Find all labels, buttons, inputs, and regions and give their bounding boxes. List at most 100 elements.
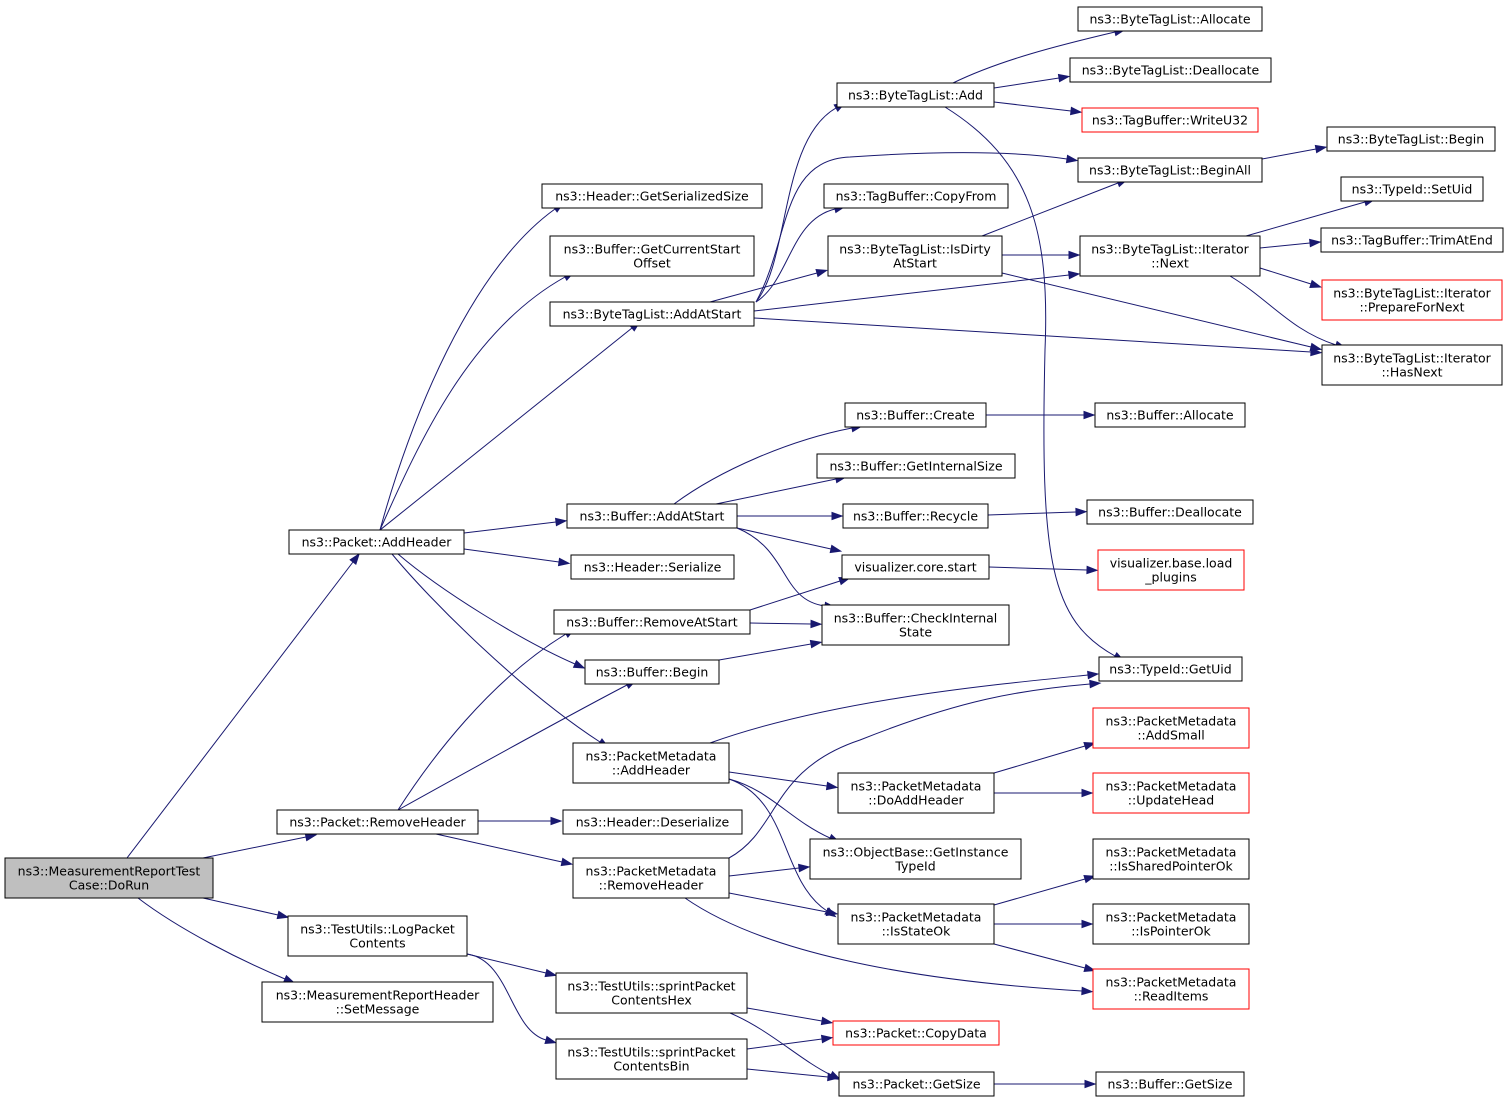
node-btl-begin[interactable]: ns3::ByteTagList::Begin (1326, 126, 1496, 152)
edge-line (755, 208, 836, 303)
node-btl-add-at-start[interactable]: ns3::ByteTagList::AddAtStart (549, 301, 755, 327)
node-btl-iter-prepare[interactable]: ns3::ByteTagList::Iterator::PrepareForNe… (1321, 279, 1503, 321)
edge-line (944, 106, 1116, 657)
node-label: ns3::Packet::RemoveHeader (289, 815, 466, 830)
node-btl-iter-next[interactable]: ns3::ByteTagList::Iterator::Next (1079, 235, 1261, 277)
node-btl-add[interactable]: ns3::ByteTagList::Add (836, 82, 995, 108)
node-buf-begin[interactable]: ns3::Buffer::Begin (584, 659, 720, 685)
node-pm-is-shared-ptr-ok[interactable]: ns3::PacketMetadata::IsSharedPointerOk (1092, 838, 1250, 880)
node-label: visualizer.base.load (1110, 556, 1233, 571)
edge-line (749, 622, 812, 625)
edge-line (746, 1038, 823, 1050)
edge-pm_remove_header-to-pm_is_state_ok (728, 892, 839, 917)
node-tb-copy-from[interactable]: ns3::TagBuffer::CopyFrom (823, 183, 1009, 209)
edge-add_header-to-hdr_serialize (463, 548, 571, 567)
node-pm-is-state-ok[interactable]: ns3::PacketMetadata::IsStateOk (837, 903, 995, 945)
node-pkt-get-size[interactable]: ns3::Packet::GetSize (838, 1071, 995, 1097)
node-buf-get-internal-size[interactable]: ns3::Buffer::GetInternalSize (816, 453, 1016, 479)
node-btl-begin-all[interactable]: ns3::ByteTagList::BeginAll (1077, 157, 1263, 183)
node-pm-do-add-header[interactable]: ns3::PacketMetadata::DoAddHeader (837, 772, 995, 814)
node-label: ::DoAddHeader (868, 793, 964, 808)
node-typeid-set-uid[interactable]: ns3::TypeId::SetUid (1340, 176, 1484, 202)
edge-line (391, 553, 601, 743)
node-buf-create[interactable]: ns3::Buffer::Create (844, 402, 987, 428)
edge-pm_is_state_ok-to-pm_is_shared_ptr_ok (993, 874, 1097, 906)
node-set-message[interactable]: ns3::MeasurementReportHeader::SetMessage (261, 981, 494, 1023)
edge-vis_core_start-to-vis_base_load (988, 565, 1099, 575)
node-pm-read-items[interactable]: ns3::PacketMetadata::ReadItems (1092, 968, 1250, 1010)
edge-line (728, 778, 831, 839)
node-buf-deallocate[interactable]: ns3::Buffer::Deallocate (1086, 499, 1254, 525)
edge-line (673, 427, 853, 505)
node-buf-add-at-start[interactable]: ns3::Buffer::AddAtStart (566, 503, 738, 529)
node-label: ns3::ByteTagList::Allocate (1089, 12, 1250, 27)
edge-do_run-to-log_packet (202, 897, 290, 920)
node-label: State (899, 625, 932, 640)
node-vis-base-load[interactable]: visualizer.base.load_plugins (1097, 549, 1245, 591)
edge-line (993, 943, 1086, 969)
node-hdr-deserialize[interactable]: ns3::Header::Deserialize (562, 809, 743, 835)
node-box (4, 857, 214, 899)
edge-line (993, 77, 1060, 89)
node-tb-trim-at-end[interactable]: ns3::TagBuffer::TrimAtEnd (1320, 227, 1504, 253)
edge-line (379, 327, 633, 531)
node-pm-remove-header[interactable]: ns3::PacketMetadata::RemoveHeader (572, 857, 730, 899)
edge-line (715, 478, 837, 505)
node-pkt-copy-data[interactable]: ns3::Packet::CopyData (832, 1020, 1000, 1046)
edge-line (1259, 242, 1311, 249)
edge-remove_header-to-hdr_deserialize (478, 816, 563, 826)
edge-buf_add_at_start-to-buf_check_internal (736, 527, 837, 611)
node-label: visualizer.core.start (854, 560, 976, 575)
node-btl-deallocate[interactable]: ns3::ByteTagList::Deallocate (1069, 57, 1272, 83)
edge-line (397, 633, 567, 811)
node-buf-get-size[interactable]: ns3::Buffer::GetSize (1095, 1071, 1245, 1097)
node-label: ns3::Buffer::RemoveAtStart (566, 615, 738, 630)
edge-line (202, 836, 307, 859)
arrowhead (544, 1035, 558, 1045)
edge-btl_add_at_start-to-btl_is_dirty (709, 268, 829, 303)
arrowhead (798, 863, 811, 873)
node-hdr-serialize[interactable]: ns3::Header::Serialize (570, 554, 735, 580)
arrowhead (831, 511, 844, 521)
edge-pm_do_add_header-to-pm_update_head (994, 788, 1094, 798)
node-label: ns3::PacketMetadata (1106, 845, 1237, 860)
node-label: ns3::Buffer::Deallocate (1098, 505, 1242, 520)
edge-btl_iter_next-to-btl_iter_prepare (1259, 267, 1322, 288)
node-buf-recycle[interactable]: ns3::Buffer::Recycle (842, 503, 989, 529)
node-label: ns3::PacketMetadata (851, 910, 982, 925)
edge-line (755, 152, 1068, 303)
node-box (572, 857, 730, 899)
edge-line (1259, 267, 1312, 285)
node-buf-remove-at-start[interactable]: ns3::Buffer::RemoveAtStart (553, 609, 751, 635)
node-pm-is-pointer-ok[interactable]: ns3::PacketMetadata::IsPointerOk (1092, 903, 1250, 945)
node-pm-add-header[interactable]: ns3::PacketMetadata::AddHeader (572, 742, 730, 784)
node-box (1321, 279, 1503, 321)
edge-sprint_bin-to-pkt_get_size (746, 1068, 840, 1082)
node-btl-iter-has-next[interactable]: ns3::ByteTagList::Iterator::HasNext (1321, 344, 1503, 386)
node-add-header[interactable]: ns3::Packet::AddHeader (288, 529, 465, 555)
node-hdr-get-ser-size[interactable]: ns3::Header::GetSerializedSize (541, 183, 763, 209)
node-pm-add-small[interactable]: ns3::PacketMetadata::AddSmall (1092, 707, 1250, 749)
node-buf-allocate[interactable]: ns3::Buffer::Allocate (1094, 402, 1246, 428)
arrowhead (820, 1034, 834, 1044)
arrowhead (825, 907, 839, 917)
node-pm-update-head[interactable]: ns3::PacketMetadata::UpdateHead (1092, 772, 1250, 814)
node-vis-core-start[interactable]: visualizer.core.start (841, 554, 990, 580)
node-tb-write-u32[interactable]: ns3::TagBuffer::WriteU32 (1081, 107, 1259, 133)
node-label: Case::DoRun (69, 878, 149, 893)
node-box (584, 659, 720, 685)
node-box (1097, 549, 1245, 591)
node-typeid-get-uid[interactable]: ns3::TypeId::GetUid (1098, 656, 1243, 682)
node-remove-header[interactable]: ns3::Packet::RemoveHeader (276, 809, 479, 835)
node-box (572, 742, 730, 784)
arrowhead (815, 268, 829, 278)
node-btl-allocate[interactable]: ns3::ByteTagList::Allocate (1077, 6, 1263, 32)
